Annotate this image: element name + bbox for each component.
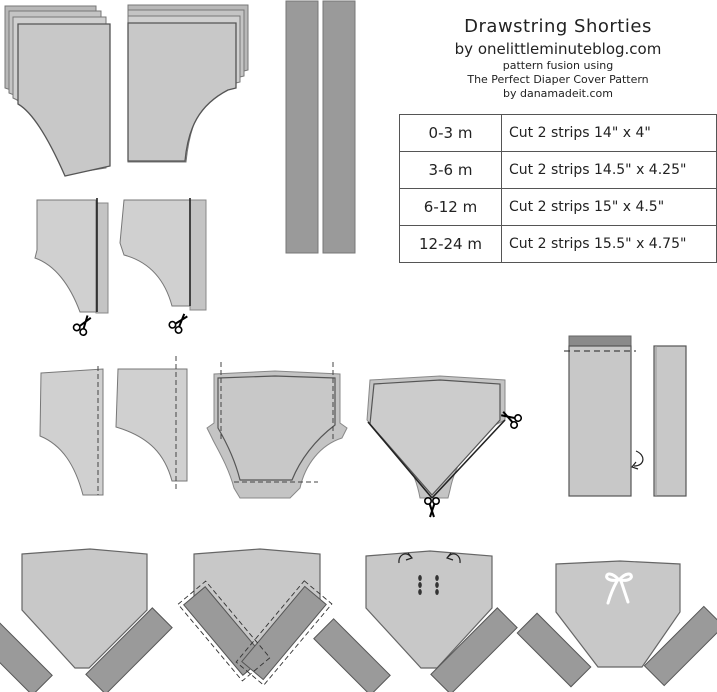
cut-piece-left bbox=[34, 198, 109, 338]
credit-line: The Perfect Diaper Cover Pattern bbox=[467, 73, 649, 86]
size-cell: 3-6 m bbox=[399, 151, 502, 189]
size-cell: 0-3 m bbox=[399, 114, 502, 152]
final-shorts-3 bbox=[313, 550, 518, 692]
cut-cell: Cut 2 strips 15.5" x 4.75" bbox=[501, 225, 717, 263]
pattern-stack-left bbox=[4, 5, 111, 177]
pattern-stack-right bbox=[127, 4, 249, 163]
table-row: 3-6 m Cut 2 strips 14.5" x 4.25" bbox=[399, 151, 717, 189]
final-shorts-4 bbox=[516, 560, 717, 688]
cut-cell: Cut 2 strips 15" x 4.5" bbox=[501, 188, 717, 226]
byline: by onelittleminuteblog.com bbox=[454, 40, 662, 58]
size-chart: 0-3 m Cut 2 strips 14" x 4" 3-6 m Cut 2 … bbox=[399, 114, 717, 263]
seam-piece-left bbox=[39, 366, 104, 496]
size-cell: 6-12 m bbox=[399, 188, 502, 226]
assembled-shorts bbox=[206, 362, 348, 499]
fabric-strip bbox=[285, 0, 319, 254]
shorts-cut-diagonal bbox=[366, 375, 524, 518]
drawstring-bow bbox=[605, 572, 633, 605]
cut-cell: Cut 2 strips 14.5" x 4.25" bbox=[501, 151, 717, 189]
page-title: Drawstring Shorties bbox=[464, 16, 652, 37]
table-row: 12-24 m Cut 2 strips 15.5" x 4.75" bbox=[399, 225, 717, 263]
size-cell: 12-24 m bbox=[399, 225, 502, 263]
fabric-strip bbox=[322, 0, 356, 254]
table-row: 6-12 m Cut 2 strips 15" x 4.5" bbox=[399, 188, 717, 226]
table-row: 0-3 m Cut 2 strips 14" x 4" bbox=[399, 114, 717, 152]
final-shorts-2 bbox=[177, 548, 333, 686]
seam-piece-right bbox=[115, 356, 188, 490]
credit-line: pattern fusion using bbox=[502, 59, 614, 72]
cut-cell: Cut 2 strips 14" x 4" bbox=[501, 114, 717, 152]
credit-line: by danamadeit.com bbox=[503, 87, 613, 100]
final-shorts-1 bbox=[0, 548, 173, 692]
folded-strip bbox=[564, 335, 687, 497]
cut-piece-right bbox=[119, 198, 207, 336]
